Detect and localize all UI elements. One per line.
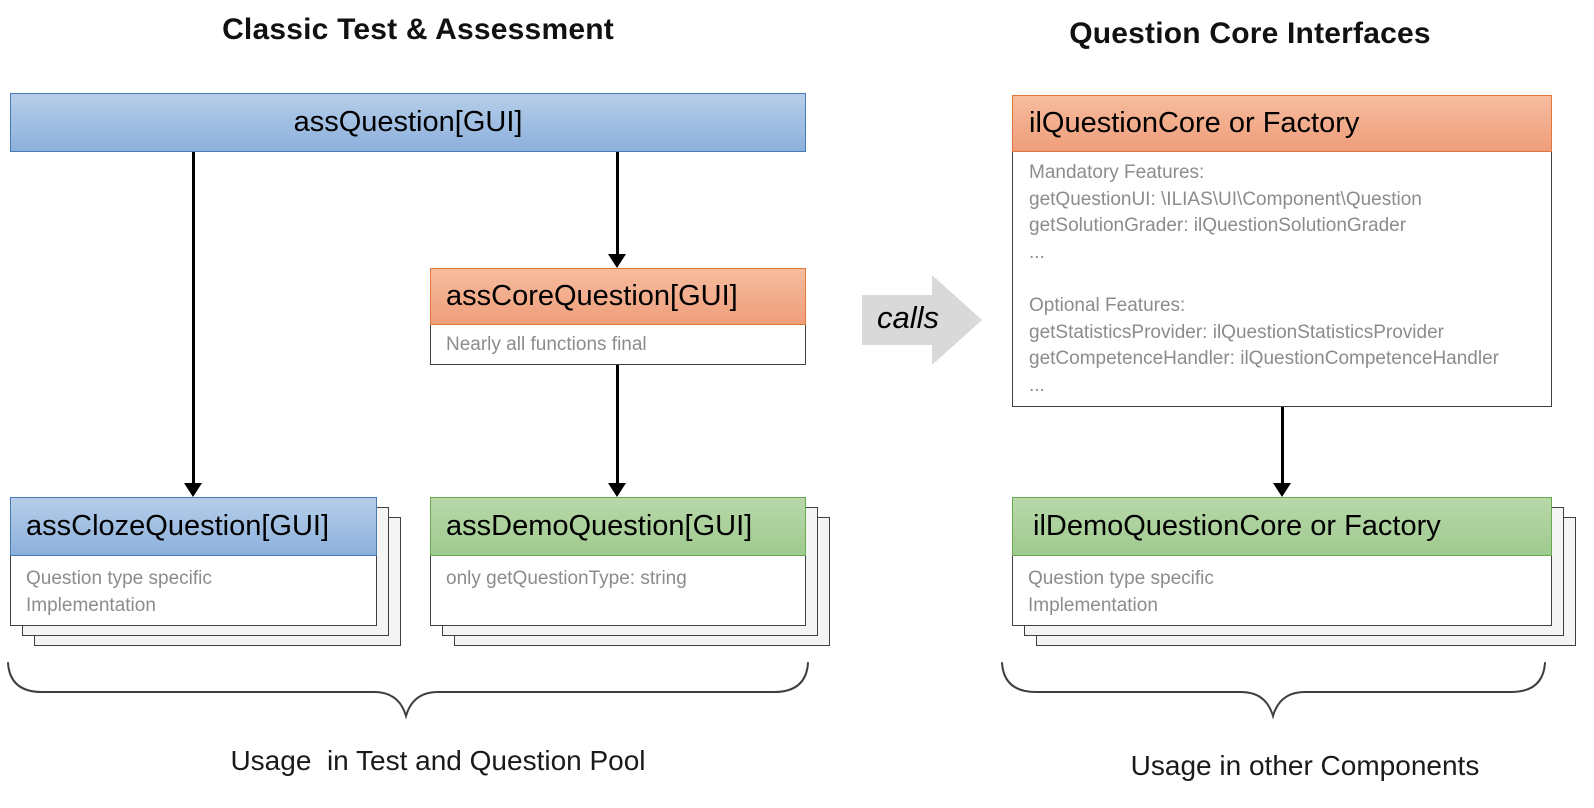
usage-braces [7,662,1546,720]
ass-demo-question-header: assDemoQuestion[GUI] [430,497,806,556]
il-question-core-label: ilQuestionCore or Factory [1029,107,1360,139]
ass-demo-question-box: assDemoQuestion[GUI] only getQuestionTyp… [430,497,806,626]
right-usage-brace [1001,662,1546,720]
il-demo-question-core-label: ilDemoQuestionCore or Factory [1033,510,1441,542]
feature-line: Optional Features: [1029,294,1186,316]
left-usage-brace [7,662,809,720]
ass-cloze-question-box: assClozeQuestion[GUI] Question type spec… [10,497,377,626]
feature-line: ... [1029,241,1045,263]
ass-demo-question-stack: assDemoQuestion[GUI] only getQuestionTyp… [430,497,830,646]
calls-arrow-label: calls [876,300,939,335]
il-demo-question-core-note: Question type specific Implementation [1012,556,1552,626]
arrow-assquestion-to-cloze-line [192,152,195,483]
feature-line: getStatisticsProvider: ilQuestionStatist… [1029,321,1444,343]
ass-core-question-header: assCoreQuestion[GUI] [430,268,806,325]
calls-arrow-body [862,295,932,345]
ass-core-question-label: assCoreQuestion[GUI] [446,280,738,312]
feature-line: getCompetenceHandler: ilQuestionCompeten… [1029,348,1499,370]
arrow-core-to-demo-head [608,483,626,497]
arrow-assquestion-to-core-line [616,152,619,254]
ass-demo-question-label: assDemoQuestion[GUI] [446,510,753,542]
ass-cloze-question-header: assClozeQuestion[GUI] [10,497,377,556]
arrow-core-interface-to-demo-head [1273,483,1291,497]
ass-cloze-question-label: assClozeQuestion[GUI] [26,510,330,542]
left-section-title: Classic Test & Assessment [222,13,614,46]
feature-line: getSolutionGrader: ilQuestionSolutionGra… [1029,215,1407,237]
ass-question-label: assQuestion[GUI] [293,106,523,138]
il-demo-question-core-stack: ilDemoQuestionCore or Factory Question t… [1012,497,1576,646]
ass-question-header: assQuestion[GUI] [10,93,806,152]
ass-core-question-box: assCoreQuestion[GUI] Nearly all function… [430,268,806,365]
arrow-core-to-demo-line [616,365,619,483]
feature-line: getQuestionUI: \ILIAS\UI\Component\Quest… [1029,188,1422,210]
arrow-core-interface-to-demo-line [1281,407,1284,483]
feature-line: ... [1029,374,1045,396]
il-demo-question-core-header: ilDemoQuestionCore or Factory [1012,497,1552,556]
note-line: Implementation [1028,595,1158,616]
il-question-core-header: ilQuestionCore or Factory [1012,95,1552,152]
feature-line: Mandatory Features: [1029,162,1205,183]
ass-demo-question-note: only getQuestionType: string [430,556,806,626]
right-usage-label: Usage in other Components [1130,750,1480,781]
feature-line [1029,266,1551,293]
note-line: Implementation [26,595,156,616]
note-line: Question type specific [1028,568,1214,589]
il-question-core-feature-list: Mandatory Features: getQuestionUI: \ILIA… [1012,152,1552,407]
il-demo-question-core-box: ilDemoQuestionCore or Factory Question t… [1012,497,1552,626]
ass-cloze-question-stack: assClozeQuestion[GUI] Question type spec… [10,497,401,646]
right-section-title: Question Core Interfaces [1069,17,1431,50]
note-line: Question type specific [26,568,212,589]
ass-question-box: assQuestion[GUI] [10,93,806,152]
note-line: only getQuestionType: string [446,568,687,589]
arrow-assquestion-to-cloze-head [184,483,202,497]
left-usage-label: Usage in Test and Question Pool [230,745,646,776]
arrow-assquestion-to-core-head [608,254,626,268]
ass-core-question-note: Nearly all functions final [430,325,806,365]
ass-cloze-question-note: Question type specific Implementation [10,556,377,626]
il-question-core-box: ilQuestionCore or Factory Mandatory Feat… [1012,95,1552,407]
calls-arrow-head [932,275,982,365]
